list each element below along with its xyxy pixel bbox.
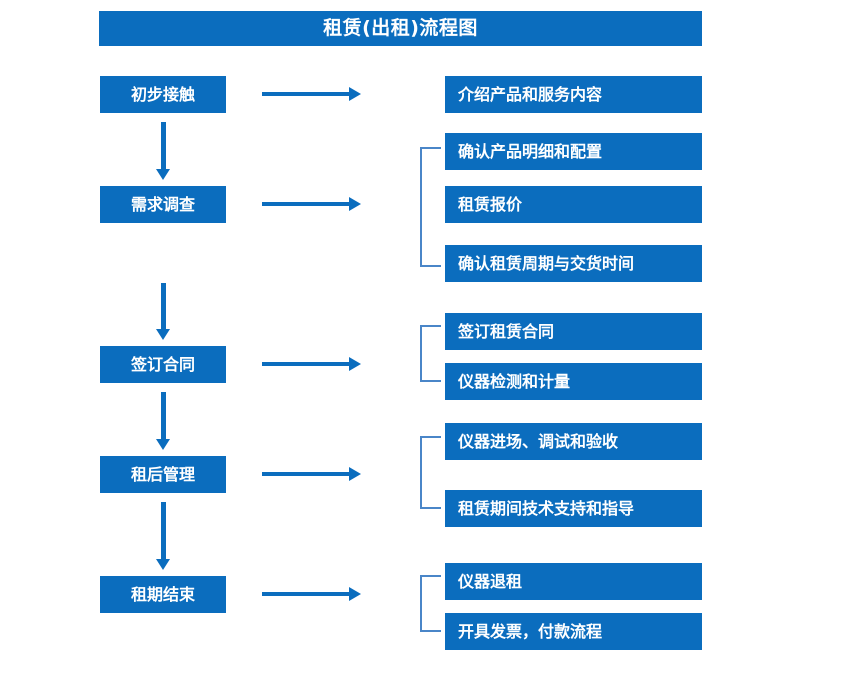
detail-box-4-2[interactable]: 租赁期间技术支持和指导 [445, 490, 702, 527]
detail-label-1-1: 介绍产品和服务内容 [458, 84, 603, 104]
arrow-head-icon [156, 559, 170, 570]
arrow-head-icon [156, 169, 170, 180]
arrow-shaft [262, 592, 350, 596]
detail-label-2-1: 确认产品明细和配置 [458, 141, 603, 161]
arrow-shaft [262, 362, 350, 366]
detail-box-4-1[interactable]: 仪器进场、调试和验收 [445, 423, 702, 460]
arrow-stage-3-to-details [262, 357, 361, 371]
detail-box-2-3[interactable]: 确认租赁周期与交货时间 [445, 245, 702, 282]
detail-label-3-2: 仪器检测和计量 [458, 371, 571, 391]
arrow-head-icon [349, 467, 361, 481]
chart-title: 租赁(出租)流程图 [323, 17, 478, 39]
arrow-shaft [262, 92, 350, 96]
stage-box-1[interactable]: 初步接触 [100, 76, 226, 113]
detail-box-3-2[interactable]: 仪器检测和计量 [445, 363, 702, 400]
detail-label-5-2: 开具发票，付款流程 [458, 621, 603, 641]
arrow-stage-4-to-details [262, 467, 361, 481]
arrow-head-icon [156, 439, 170, 450]
stage-label-2: 需求调查 [130, 194, 195, 214]
arrow-head-icon [349, 197, 361, 211]
chart-title-bar: 租赁(出租)流程图 [99, 11, 702, 46]
stage-label-5: 租期结束 [130, 584, 195, 604]
detail-label-2-3: 确认租赁周期与交货时间 [458, 253, 635, 273]
stage-label-3: 签订合同 [130, 354, 195, 374]
group-bracket-2 [420, 147, 441, 267]
detail-label-5-1: 仪器退租 [458, 571, 523, 591]
stage-box-2[interactable]: 需求调查 [100, 186, 226, 223]
arrow-stage-2-to-stage-3 [156, 283, 170, 340]
detail-box-2-2[interactable]: 租赁报价 [445, 186, 702, 223]
detail-box-3-1[interactable]: 签订租赁合同 [445, 313, 702, 350]
group-bracket-5 [420, 575, 441, 632]
stage-label-1: 初步接触 [130, 84, 195, 104]
arrow-shaft [161, 283, 166, 329]
arrow-stage-1-to-stage-2 [156, 122, 170, 180]
group-bracket-3 [420, 325, 441, 382]
arrow-head-icon [349, 357, 361, 371]
arrow-shaft [161, 392, 166, 439]
group-bracket-4 [420, 436, 441, 509]
detail-box-5-1[interactable]: 仪器退租 [445, 563, 702, 600]
arrow-head-icon [349, 587, 361, 601]
detail-label-4-1: 仪器进场、调试和验收 [458, 431, 619, 451]
detail-label-3-1: 签订租赁合同 [458, 321, 555, 341]
detail-label-2-2: 租赁报价 [458, 194, 523, 214]
arrow-head-icon [156, 329, 170, 340]
arrow-shaft [262, 202, 350, 206]
detail-box-2-1[interactable]: 确认产品明细和配置 [445, 133, 702, 170]
arrow-stage-2-to-details [262, 197, 361, 211]
detail-label-4-2: 租赁期间技术支持和指导 [458, 498, 635, 518]
arrow-stage-4-to-stage-5 [156, 502, 170, 570]
arrow-shaft [161, 122, 166, 169]
stage-box-5[interactable]: 租期结束 [100, 576, 226, 613]
arrow-stage-1-to-details [262, 87, 361, 101]
arrow-shaft [161, 502, 166, 559]
arrow-stage-5-to-details [262, 587, 361, 601]
detail-box-5-2[interactable]: 开具发票，付款流程 [445, 613, 702, 650]
arrow-head-icon [349, 87, 361, 101]
stage-box-4[interactable]: 租后管理 [100, 456, 226, 493]
stage-label-4: 租后管理 [130, 464, 195, 484]
detail-box-1-1[interactable]: 介绍产品和服务内容 [445, 76, 702, 113]
stage-box-3[interactable]: 签订合同 [100, 346, 226, 383]
arrow-shaft [262, 472, 350, 476]
arrow-stage-3-to-stage-4 [156, 392, 170, 450]
